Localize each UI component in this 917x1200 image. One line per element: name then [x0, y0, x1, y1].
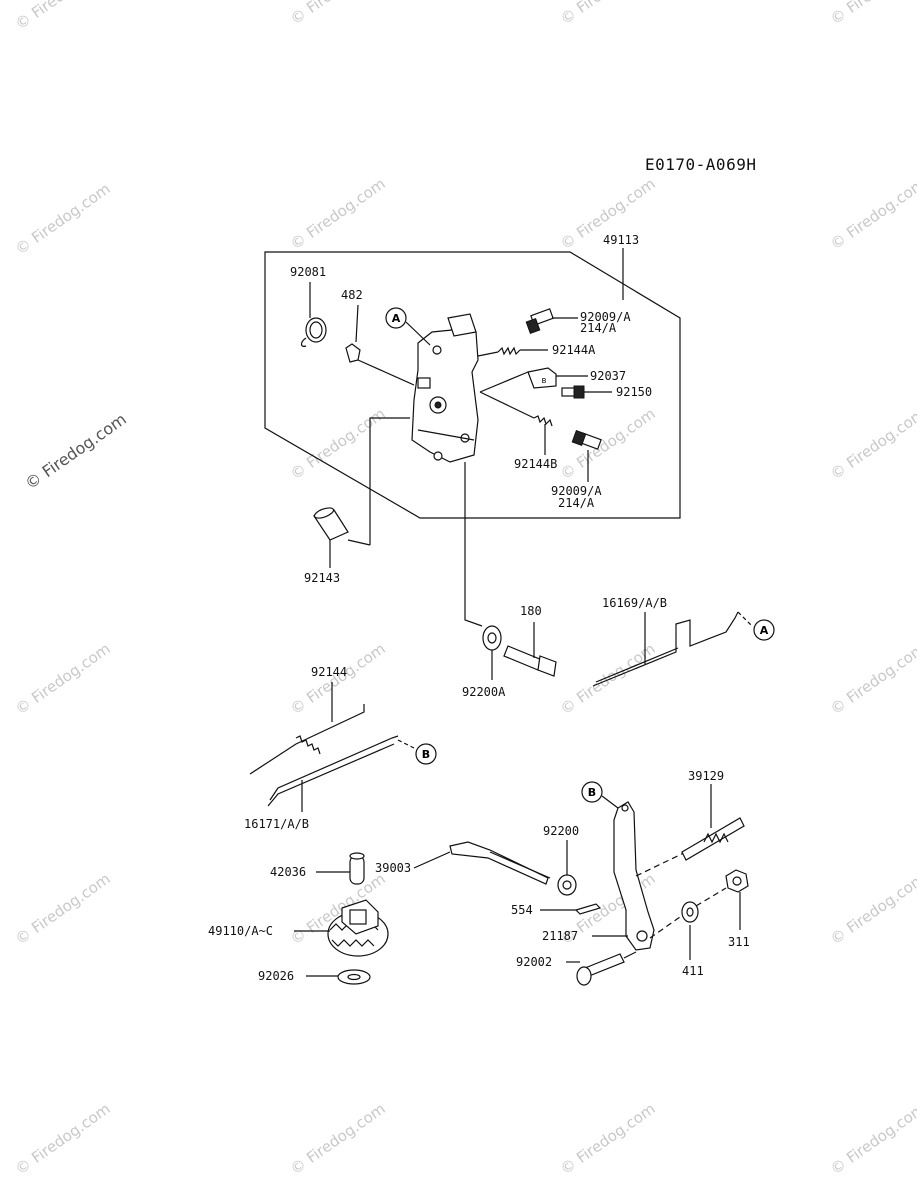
label-16171: 16171/A/B — [244, 817, 309, 831]
label-92200: 92200 — [543, 824, 579, 838]
part-92143-sleeve — [313, 417, 410, 568]
label-92026: 92026 — [258, 969, 294, 983]
watermark: © Firedog.com — [827, 0, 917, 28]
watermark: © Firedog.com — [827, 175, 917, 254]
leader-plate-to-92200a — [464, 462, 483, 627]
label-49113: 49113 — [603, 233, 639, 247]
watermark: © Firedog.com — [12, 1100, 114, 1179]
part-39003-lever — [413, 841, 551, 885]
part-21187-lever — [592, 801, 691, 951]
watermark: © Firedog.com — [287, 175, 389, 254]
part-39129-spring — [681, 784, 745, 861]
label-92144b: 92144B — [514, 457, 557, 471]
label-92009a-lower: 92009/A — [551, 484, 602, 498]
part-92144-spring-rod — [249, 682, 365, 775]
label-92002: 92002 — [516, 955, 552, 969]
watermark: © Firedog.com — [557, 0, 659, 28]
part-482-clip — [345, 304, 415, 386]
part-92150-bolt — [561, 385, 612, 399]
part-92037-bracket: B — [479, 367, 588, 393]
label-554: 554 — [511, 903, 533, 917]
leader-callout-a-upper — [405, 321, 431, 346]
callout-b-left: B — [415, 743, 437, 765]
label-411: 411 — [682, 964, 704, 978]
label-39003: 39003 — [375, 861, 411, 875]
svg-text:A: A — [760, 624, 769, 637]
leader-callout-b-right — [601, 795, 619, 809]
part-92200-washer — [557, 840, 577, 896]
watermark: © Firedog.com — [287, 405, 389, 484]
watermark: © Firedog.com — [827, 870, 917, 949]
part-180-bolt — [503, 622, 557, 677]
label-92081: 92081 — [290, 265, 326, 279]
label-16169: 16169/A/B — [602, 596, 667, 610]
part-92002-bolt — [566, 951, 637, 986]
watermark: © Firedog.com — [287, 1100, 389, 1179]
part-92200a-washer — [482, 625, 502, 680]
watermark: © Firedog.com — [827, 405, 917, 484]
watermark: © Firedog.com — [12, 640, 114, 719]
label-214a-upper: 214/A — [580, 321, 617, 335]
label-39129: 39129 — [688, 769, 724, 783]
assembly-outline — [264, 251, 681, 519]
label-92144a: 92144A — [552, 343, 596, 357]
watermark-side: © Firedog.com — [21, 409, 129, 493]
part-92009-lower-bolt — [571, 430, 602, 482]
watermark: © Firedog.com — [557, 405, 659, 484]
diagram-code: E0170-A069H — [645, 155, 756, 174]
part-92144a-spring — [477, 346, 548, 357]
watermark: © Firedog.com — [287, 0, 389, 28]
part-92081-spring — [300, 282, 327, 347]
part-92026-washer — [306, 969, 371, 985]
watermark: © Firedog.com — [12, 870, 114, 949]
part-554-pin — [540, 903, 602, 915]
part-16171-rod — [267, 735, 415, 812]
label-92009a-upper: 92009/A — [580, 310, 631, 324]
part-411-washer — [681, 901, 699, 960]
part-92009-upper-bolt — [525, 308, 578, 334]
label-311: 311 — [728, 935, 750, 949]
label-214a-lower: 214/A — [558, 496, 595, 510]
part-311-nut — [695, 869, 749, 930]
label-92200a: 92200A — [462, 685, 506, 699]
watermark: © Firedog.com — [12, 0, 114, 33]
label-21187: 21187 — [542, 929, 578, 943]
label-180: 180 — [520, 604, 542, 618]
governor-plate — [411, 313, 479, 463]
callout-a-lower: A — [753, 619, 775, 641]
part-42036-pin — [316, 852, 365, 885]
watermark: © Firedog.com — [827, 640, 917, 719]
label-482: 482 — [341, 288, 363, 302]
svg-text:B: B — [422, 748, 430, 761]
callout-b-right: B — [581, 781, 603, 803]
part-49110-gear — [294, 899, 389, 957]
label-92144: 92144 — [311, 665, 347, 679]
svg-text:A: A — [392, 312, 401, 325]
label-42036: 42036 — [270, 865, 306, 879]
svg-text:B: B — [588, 786, 596, 799]
label-92150: 92150 — [616, 385, 652, 399]
svg-text:B: B — [542, 377, 547, 385]
part-16169-rod — [592, 611, 753, 687]
watermark: © Firedog.com — [557, 1100, 659, 1179]
label-49110: 49110/A~C — [208, 924, 273, 938]
label-92143: 92143 — [304, 571, 340, 585]
part-92144b-spring — [479, 391, 553, 455]
watermark: © Firedog.com — [827, 1100, 917, 1179]
watermark: © Firedog.com — [12, 180, 114, 259]
callout-a-upper: A — [385, 307, 407, 329]
label-92037: 92037 — [590, 369, 626, 383]
watermark: © Firedog.com — [557, 640, 659, 719]
